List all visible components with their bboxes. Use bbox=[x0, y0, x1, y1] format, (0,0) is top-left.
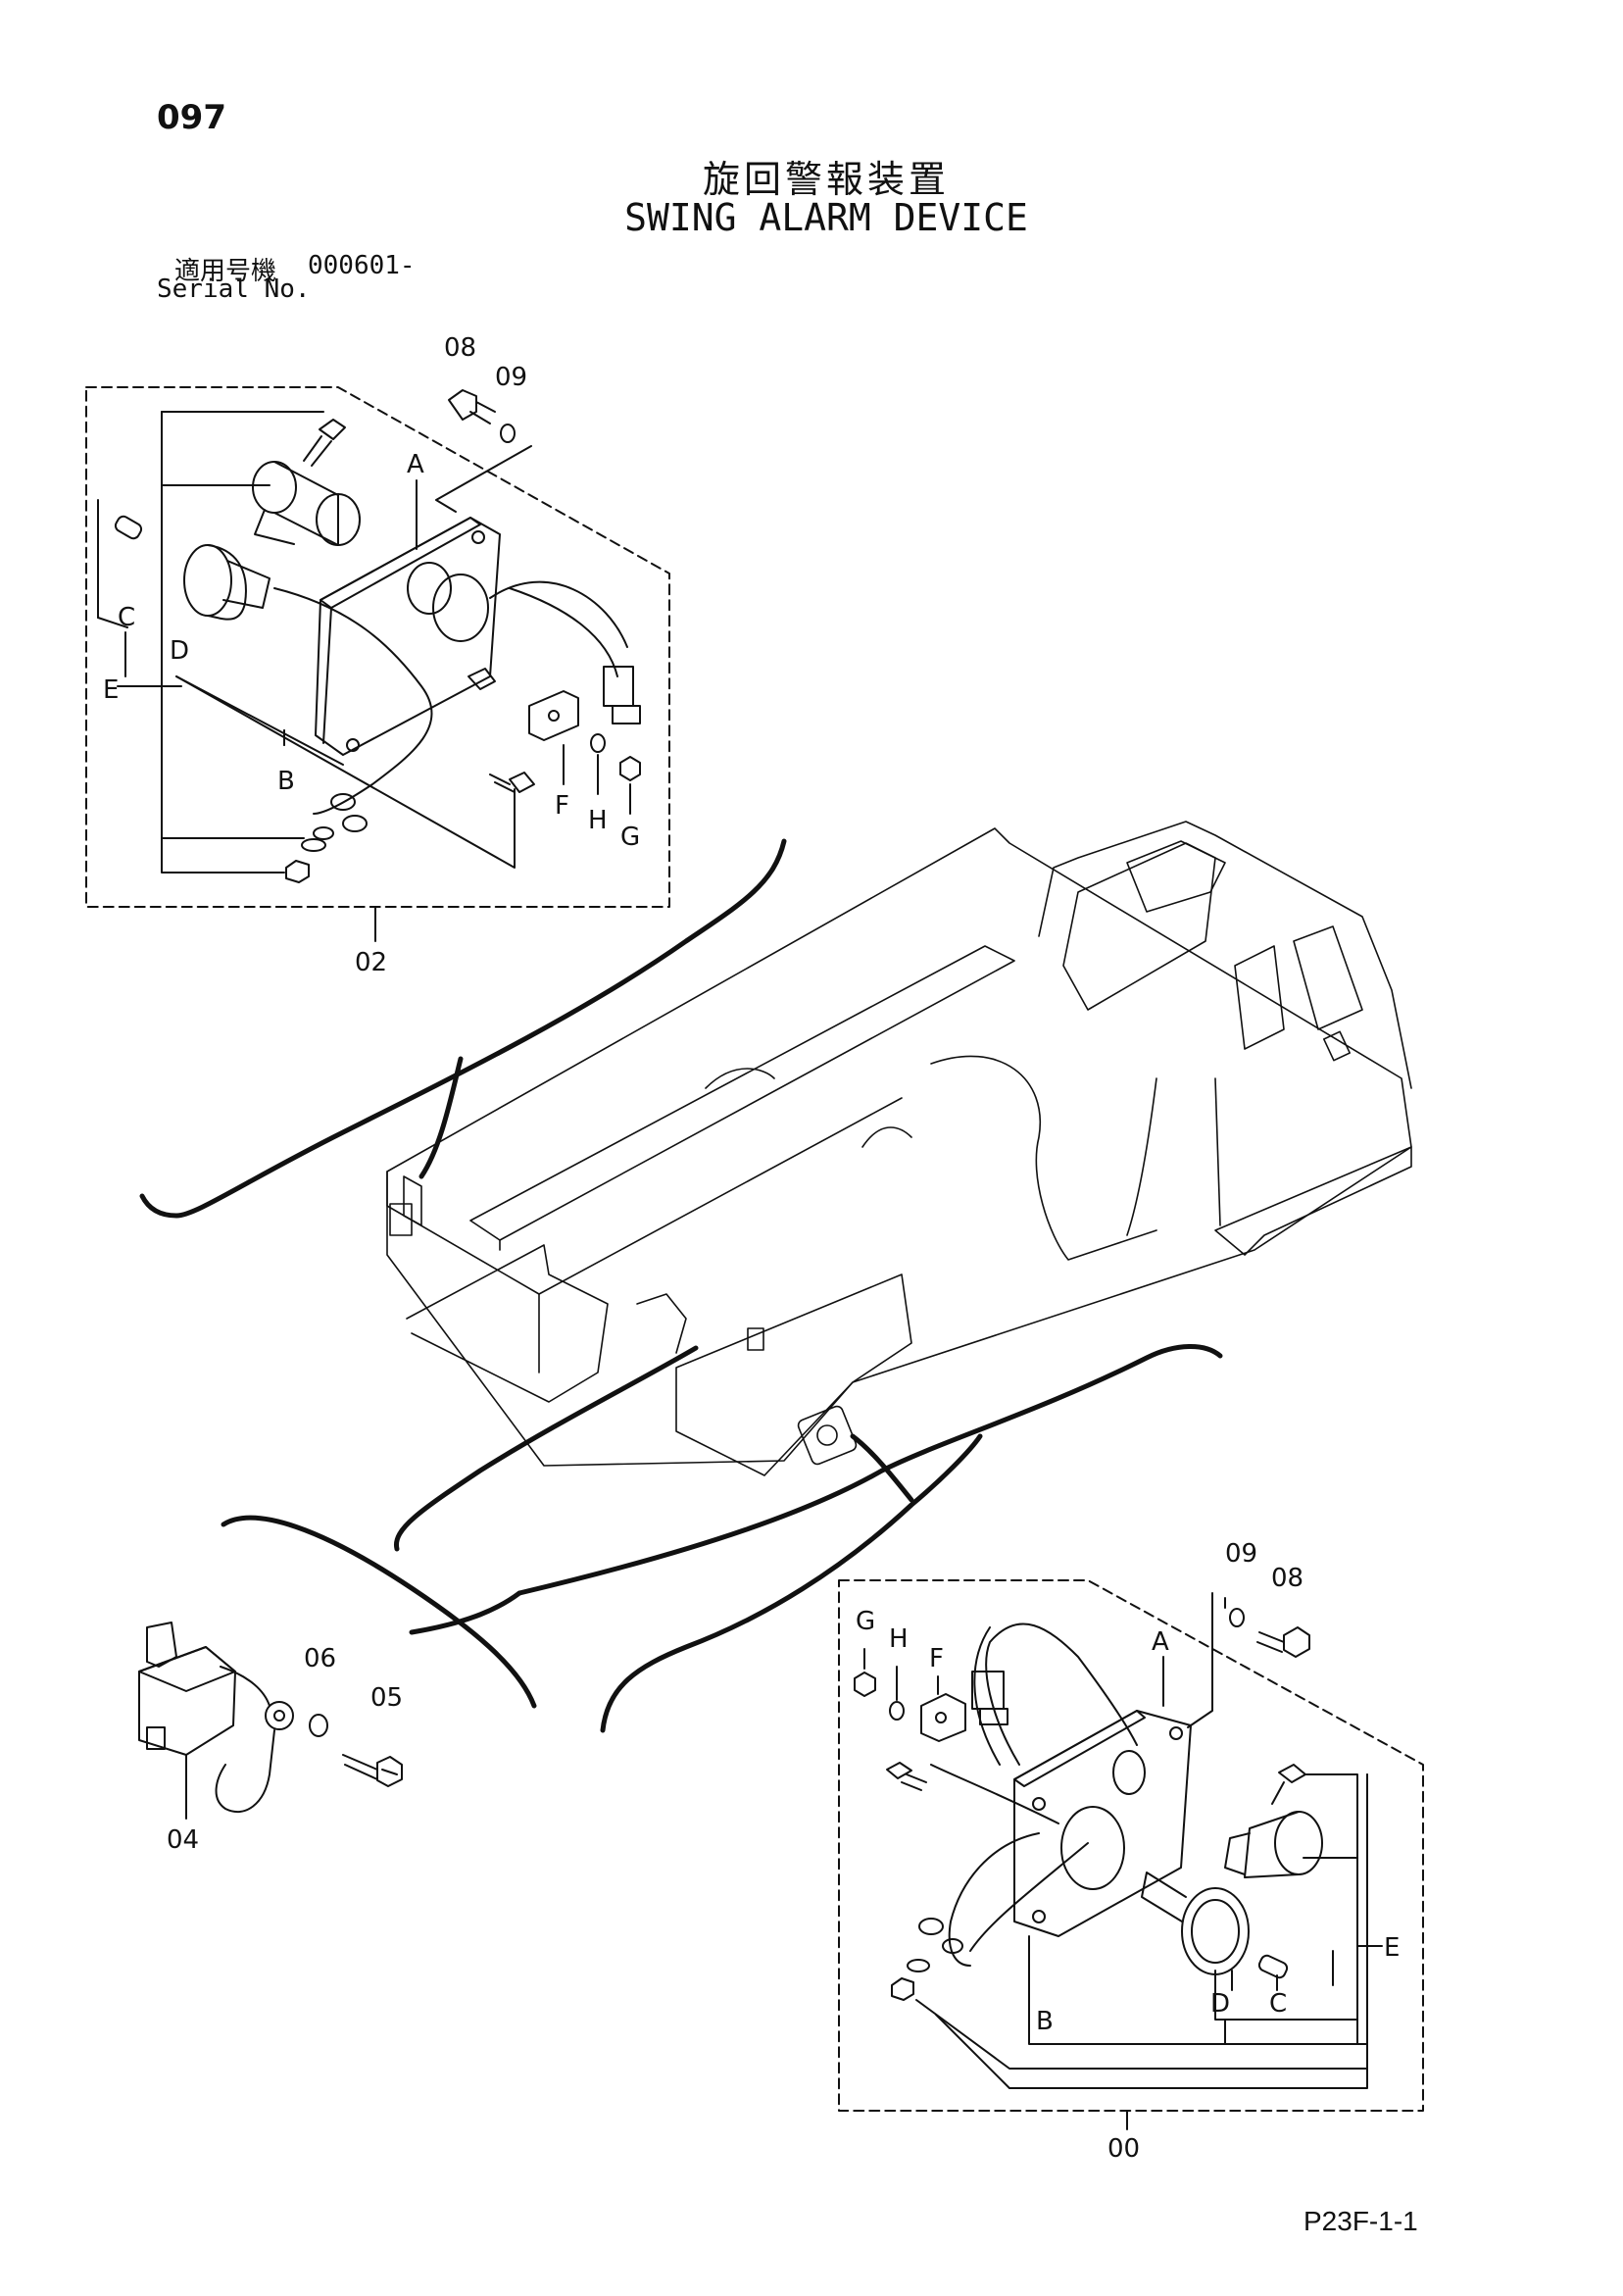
callout-08: 08 bbox=[444, 333, 476, 363]
pointer-curves bbox=[139, 838, 1223, 1733]
assembly-label-04: 04 bbox=[167, 1825, 199, 1855]
callout-08-bottom: 08 bbox=[1271, 1564, 1303, 1593]
callout-06: 06 bbox=[304, 1644, 336, 1673]
alarm-assembly-top bbox=[114, 419, 641, 883]
callout-09: 09 bbox=[495, 363, 527, 392]
callout-F: F bbox=[555, 791, 569, 821]
bolt-08-09-top bbox=[448, 389, 516, 443]
callout-05: 05 bbox=[370, 1683, 403, 1713]
assembly-label-02: 02 bbox=[355, 948, 387, 977]
callout-B-bottom: B bbox=[1036, 2007, 1054, 2036]
callout-E-bottom: E bbox=[1384, 1933, 1400, 1963]
relay-assembly-04 bbox=[138, 1622, 294, 1820]
serial-label-japanese: 適用号機 bbox=[174, 257, 277, 286]
title-japanese: 旋回警報装置 bbox=[702, 158, 950, 201]
serial-range: 000601- bbox=[308, 251, 416, 280]
callout-H: H bbox=[588, 806, 608, 835]
callout-labels-top: 08 09 A B C D E F G H 02 bbox=[103, 333, 640, 977]
callout-F-bottom: F bbox=[929, 1644, 944, 1673]
callout-H-bottom: H bbox=[889, 1624, 909, 1654]
detail-box-02 bbox=[85, 386, 670, 908]
detail-box-00 bbox=[838, 1579, 1424, 2112]
assembly-label-00: 00 bbox=[1107, 2134, 1140, 2164]
callout-G: G bbox=[620, 823, 640, 852]
callout-G-bottom: G bbox=[856, 1607, 875, 1636]
callout-C: C bbox=[118, 603, 135, 632]
callout-D-bottom: D bbox=[1210, 1989, 1230, 2019]
callout-labels-bottom: 09 08 G H F A B C D E 00 bbox=[856, 1539, 1400, 2164]
figure-code: P23F-1-1 bbox=[1303, 2206, 1418, 2236]
callout-E: E bbox=[103, 675, 119, 705]
serial-label-english: Serial No. bbox=[157, 275, 311, 304]
excavator-upper-structure bbox=[386, 821, 1412, 1476]
callout-D: D bbox=[170, 636, 189, 666]
title-english: SWING ALARM DEVICE bbox=[624, 196, 1028, 239]
alarm-assembly-bottom bbox=[854, 1622, 1323, 2001]
leader-lines-top bbox=[97, 411, 631, 942]
callout-A-bottom: A bbox=[1152, 1627, 1169, 1657]
bolt-08-09-bottom bbox=[1229, 1608, 1310, 1658]
washer-06-screw-05 bbox=[309, 1714, 403, 1787]
callout-A: A bbox=[407, 450, 424, 479]
page-number: 097 bbox=[157, 98, 226, 137]
callout-C-bottom: C bbox=[1269, 1989, 1287, 2019]
callout-labels-bottom-left: 06 05 04 bbox=[167, 1644, 403, 1855]
callout-B: B bbox=[277, 767, 295, 796]
callout-09-bottom: 09 bbox=[1225, 1539, 1257, 1569]
leader-lines-bottom bbox=[863, 1592, 1383, 2130]
